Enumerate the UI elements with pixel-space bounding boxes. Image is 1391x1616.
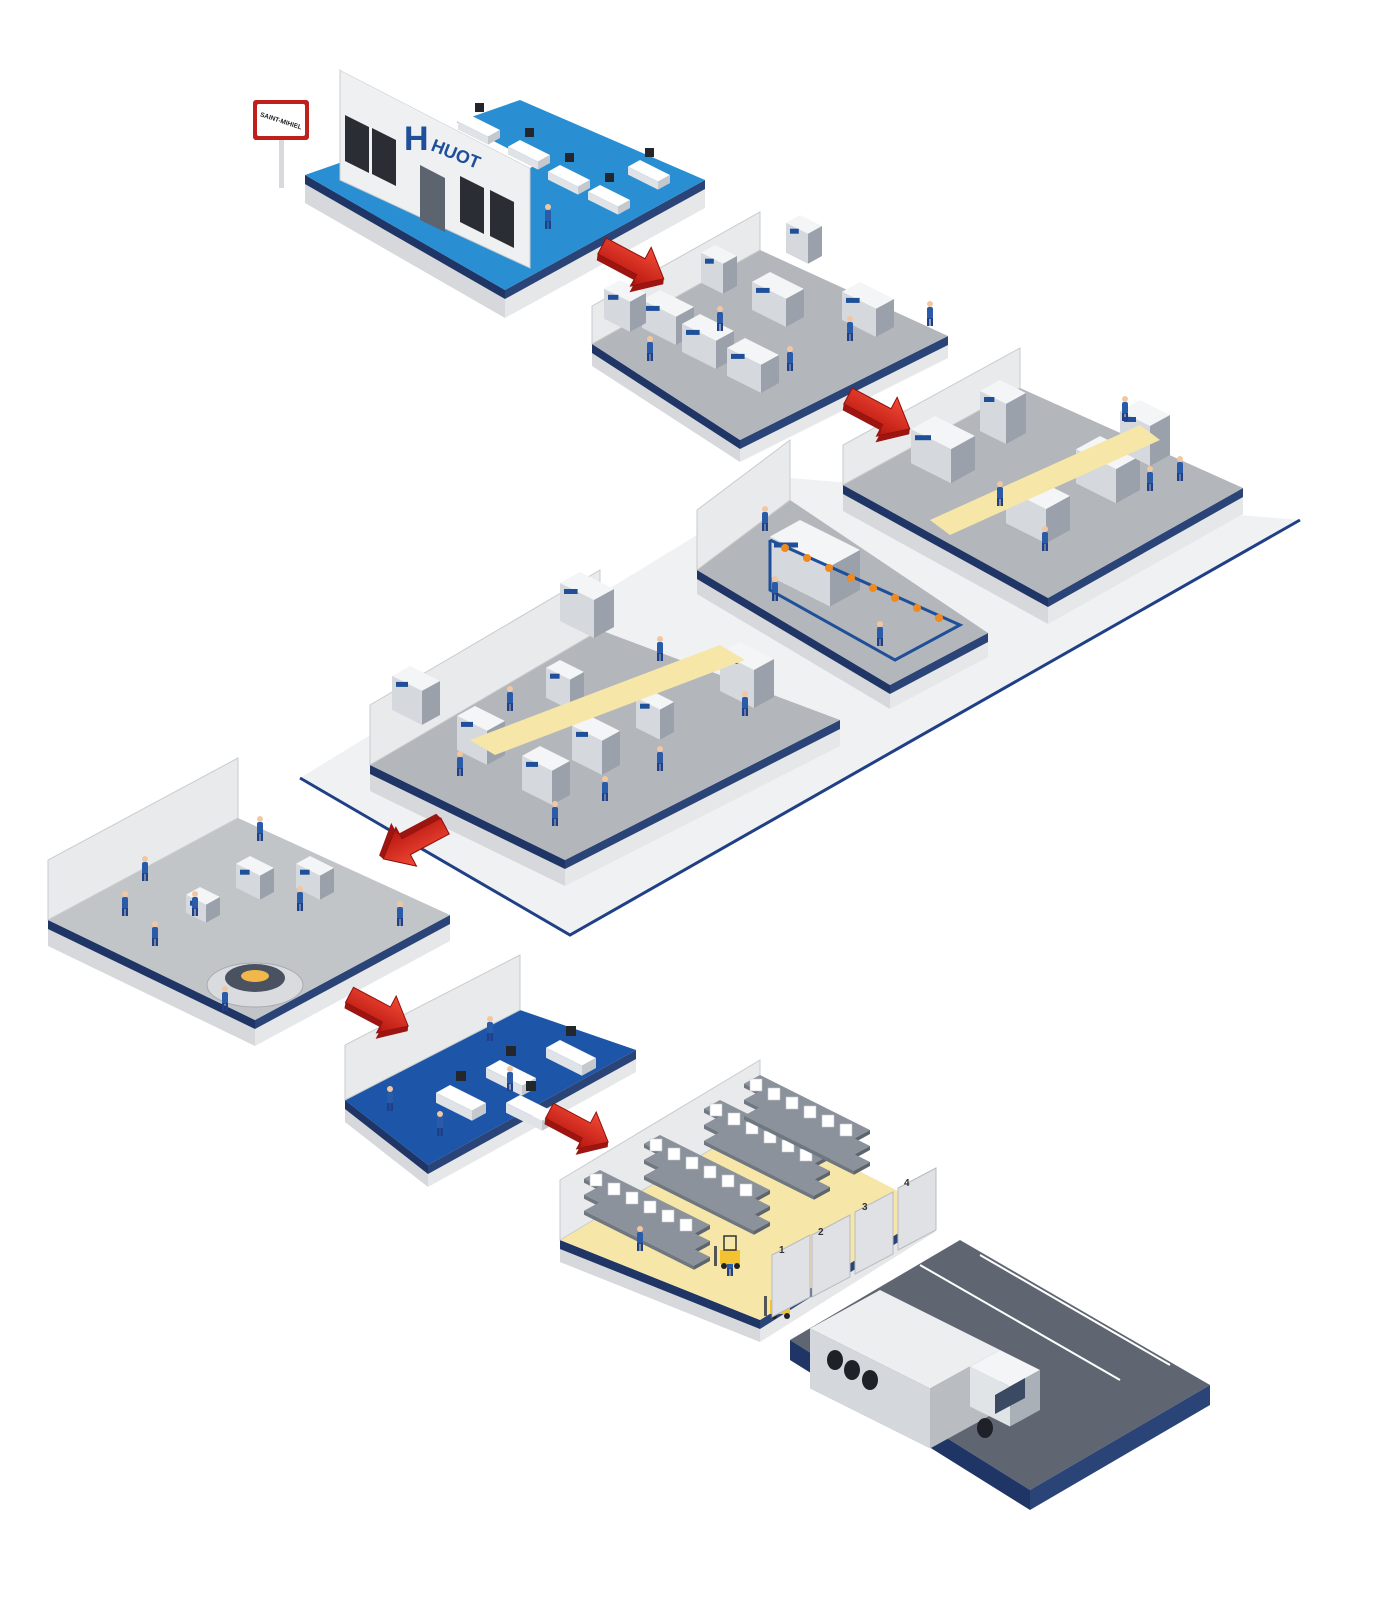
- rack-icon: [584, 1170, 710, 1270]
- desk: [458, 103, 500, 145]
- rack-icon: [744, 1075, 870, 1175]
- dock-door: [771, 1234, 811, 1318]
- flow-arrow-icon: [544, 1102, 609, 1155]
- rack-icon: [644, 1135, 770, 1235]
- aisle: [470, 645, 745, 755]
- dock-door-3: 3: [862, 1202, 868, 1213]
- dock-door: [854, 1191, 894, 1275]
- machine-icon: [546, 660, 584, 710]
- worker-icon: [1122, 396, 1128, 421]
- worker-icon: [552, 801, 558, 826]
- worker-icon: [602, 776, 608, 801]
- worker-icon: [762, 506, 768, 531]
- worker-icon: [1042, 526, 1048, 551]
- desk: [436, 1071, 486, 1121]
- desk: [546, 1026, 596, 1076]
- worker-icon: [142, 856, 148, 881]
- worker-icon: [487, 1016, 493, 1041]
- machine-icon: [770, 520, 860, 607]
- machine-icon: [752, 272, 804, 327]
- aisle: [930, 425, 1160, 535]
- machine-icon: [392, 666, 440, 725]
- worker-icon: [297, 886, 303, 911]
- dock-door-1: 1: [779, 1245, 785, 1256]
- worker-icon: [787, 346, 793, 371]
- worker-icon: [637, 1226, 643, 1251]
- worker-icon: [152, 921, 158, 946]
- headquarters-door: [420, 165, 445, 232]
- worker-icon: [387, 1086, 393, 1111]
- worker-icon: [545, 204, 551, 229]
- flow-arrow-icon: [596, 237, 665, 293]
- desk: [628, 148, 670, 190]
- rotary-assembly-table: [206, 962, 304, 1008]
- headquarters-window: [460, 176, 484, 234]
- worker-icon: [927, 301, 933, 326]
- worker-icon: [222, 986, 228, 1011]
- worker-icon: [657, 636, 663, 661]
- machine-icon: [911, 416, 975, 484]
- worker-icon: [847, 316, 853, 341]
- machine-icon: [560, 572, 614, 638]
- desk: [508, 128, 550, 170]
- flow-arrow-icon: [344, 986, 409, 1039]
- dock-door: [897, 1167, 937, 1251]
- worker-icon: [1177, 456, 1183, 481]
- headquarters-window: [490, 190, 514, 248]
- machine-icon: [604, 280, 646, 332]
- machine-icon: [236, 856, 274, 900]
- town-sign: SAINT-MIHIEL: [253, 100, 309, 188]
- flow-arrow-icon: [379, 813, 450, 867]
- machine-icon: [980, 380, 1026, 444]
- worker-icon: [192, 891, 198, 916]
- dock-door-2: 2: [818, 1227, 824, 1238]
- machine-icon: [572, 716, 620, 775]
- worker-icon: [122, 891, 128, 916]
- worker-icon: [877, 621, 883, 646]
- machine-icon: [842, 282, 894, 337]
- desk: [588, 173, 630, 215]
- worker-icon: [657, 746, 663, 771]
- headquarters-window: [372, 128, 396, 186]
- worker-icon: [717, 306, 723, 331]
- machine-icon: [636, 690, 674, 740]
- dock-door-labels: 1 2 3 4: [779, 1178, 910, 1256]
- worker-icon: [257, 816, 263, 841]
- platform-assembly-kitting: [47, 757, 450, 1046]
- worker-icon: [507, 686, 513, 711]
- desk: [548, 153, 590, 195]
- worker-icon: [437, 1111, 443, 1136]
- worker-icon: [457, 751, 463, 776]
- dock-door-4: 4: [904, 1178, 910, 1189]
- machine-icon: [786, 215, 822, 264]
- worker-icon: [1147, 466, 1153, 491]
- dock-door: [811, 1214, 851, 1298]
- machine-icon: [522, 746, 570, 805]
- headquarters-window: [345, 115, 369, 173]
- flow-arrow-icon: [842, 387, 911, 443]
- worker-icon: [997, 481, 1003, 506]
- forklift-icon: [714, 1235, 740, 1269]
- worker-icon: [507, 1066, 513, 1091]
- worker-icon: [742, 691, 748, 716]
- rack-icon: [704, 1100, 830, 1200]
- overhead-conveyor: [768, 538, 964, 662]
- worker-icon: [647, 336, 653, 361]
- machine-icon: [727, 338, 779, 393]
- worker-icon: [397, 901, 403, 926]
- truck-icon: [810, 1290, 1040, 1449]
- machine-icon: [701, 245, 737, 294]
- company-logo-mark: H: [404, 120, 429, 158]
- worker-icon: [772, 576, 778, 601]
